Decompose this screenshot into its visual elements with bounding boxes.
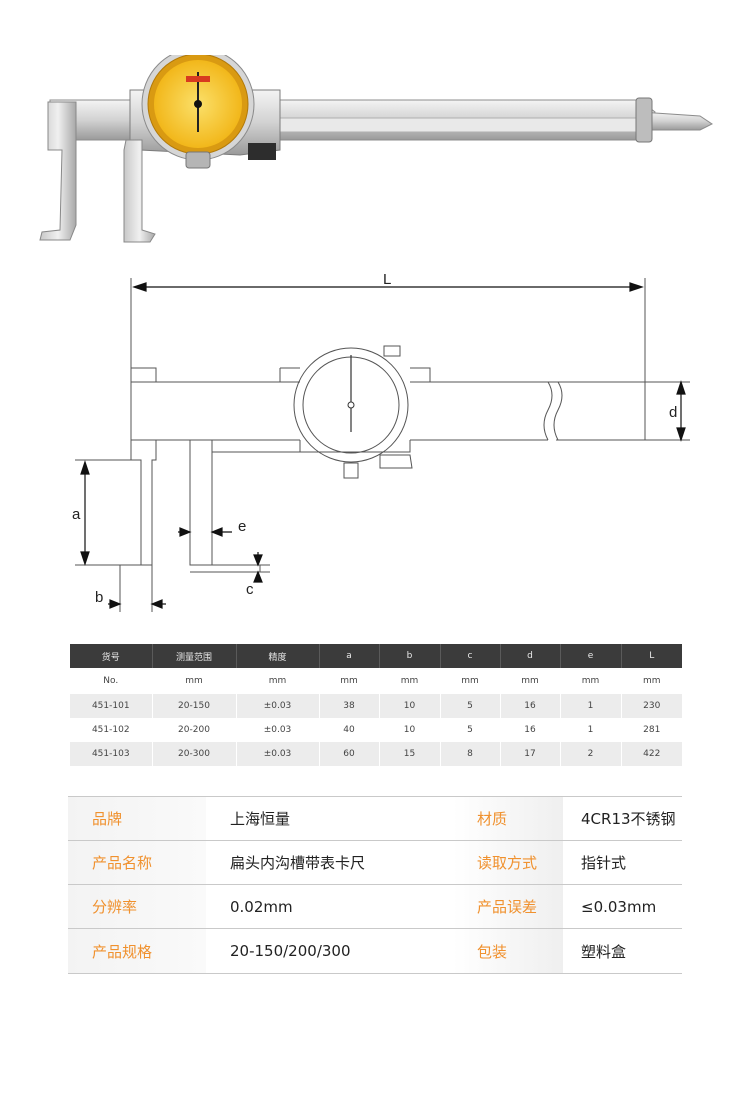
info-label: 读取方式: [453, 841, 563, 884]
unit-cell: mm: [379, 668, 441, 694]
dim-label-e: e: [238, 518, 246, 535]
info-value: 0.02mm: [230, 897, 293, 916]
table-cell: 20-200: [152, 718, 237, 742]
table-cell: 230: [621, 694, 682, 718]
header-cell: L: [621, 644, 682, 668]
table-cell: 20-150: [152, 694, 237, 718]
table-row: 451-101 20-150 ±0.03 38 10 5 16 1 230: [70, 694, 682, 718]
table-cell: 5: [440, 718, 501, 742]
unit-cell: No.: [70, 668, 153, 694]
info-value: 4CR13不锈钢: [581, 810, 676, 828]
table-cell: 1: [560, 718, 622, 742]
info-label: 包装: [453, 929, 563, 973]
info-value: 扁头内沟槽带表卡尺: [230, 854, 366, 872]
table-cell: 5: [440, 694, 501, 718]
header-cell: 货号: [70, 644, 153, 668]
table-cell: 8: [440, 742, 501, 766]
spec-table: 货号 测量范围 精度 a b c d e L No. mm mm mm mm m…: [70, 644, 682, 766]
header-cell: d: [500, 644, 561, 668]
info-value: 上海恒量: [230, 810, 291, 828]
info-label: 产品规格: [68, 929, 206, 973]
table-cell: 281: [643, 725, 661, 735]
dim-label-c: c: [246, 581, 254, 598]
info-label: 分辨率: [68, 885, 206, 928]
header-cell: a: [319, 644, 380, 668]
table-cell: 38: [319, 694, 380, 718]
info-label: 产品误差: [453, 885, 563, 928]
info-row: 分辨率 0.02mm 产品误差 ≤0.03mm: [68, 885, 682, 929]
info-row: 品牌 上海恒量 材质 4CR13不锈钢: [68, 797, 682, 841]
header-cell: e: [560, 644, 622, 668]
info-value: ≤0.03mm: [581, 897, 657, 916]
dim-label-a: a: [72, 506, 81, 523]
table-cell: 422: [621, 742, 682, 766]
table-cell: 15: [379, 742, 441, 766]
info-value: 20-150/200/300: [230, 942, 351, 960]
info-label: 材质: [453, 797, 563, 840]
table-cell: ±0.03: [236, 694, 320, 718]
unit-cell: mm: [440, 668, 501, 694]
info-row: 产品规格 20-150/200/300 包装 塑料盒: [68, 929, 682, 974]
table-cell: ±0.03: [236, 742, 320, 766]
info-row: 产品名称 扁头内沟槽带表卡尺 读取方式 指针式: [68, 841, 682, 885]
table-cell: 40: [319, 718, 380, 742]
unit-cell: mm: [319, 668, 380, 694]
unit-cell: mm: [642, 676, 661, 686]
unit-cell: mm: [152, 668, 237, 694]
table-cell: 10: [379, 694, 441, 718]
table-cell: 60: [319, 742, 380, 766]
table-cell: 17: [500, 742, 561, 766]
dim-label-L: L: [383, 271, 391, 288]
table-cell: 1: [560, 694, 622, 718]
header-cell: b: [379, 644, 441, 668]
dim-label-b: b: [95, 589, 103, 606]
table-cell: 451-102: [70, 718, 153, 742]
unit-cell: mm: [560, 668, 622, 694]
product-photo: [39, 55, 713, 243]
table-row: 451-103 20-300 ±0.03 60 15 8 17 2 422: [70, 742, 682, 766]
unit-cell: mm: [500, 668, 561, 694]
table-cell: 10: [379, 718, 441, 742]
table-cell: 16: [500, 718, 561, 742]
table-cell: 20-300: [152, 742, 237, 766]
table-row: 451-102 20-200 ±0.03 40 10 5 16 1 281: [70, 718, 682, 742]
product-info-table: 品牌 上海恒量 材质 4CR13不锈钢 产品名称 扁头内沟槽带表卡尺 读取方式 …: [68, 796, 682, 974]
info-value: 塑料盒: [581, 942, 627, 961]
spec-table-units-row: No. mm mm mm mm mm mm mm mm: [70, 668, 682, 694]
spec-table-header: 货号 测量范围 精度 a b c d e L: [70, 644, 682, 668]
header-cell: c: [440, 644, 501, 668]
table-cell: ±0.03: [236, 718, 320, 742]
info-label: 品牌: [68, 797, 206, 840]
unit-cell: mm: [236, 668, 320, 694]
dimension-diagram: L a b e c d: [72, 271, 690, 612]
table-cell: 2: [560, 742, 622, 766]
info-label: 产品名称: [68, 841, 206, 884]
header-cell: 精度: [236, 644, 320, 668]
header-cell: 测量范围: [152, 644, 237, 668]
table-cell: 451-103: [70, 742, 153, 766]
table-cell: 16: [500, 694, 561, 718]
info-value: 指针式: [581, 854, 627, 872]
table-cell: 451-101: [70, 694, 153, 718]
dim-label-d: d: [669, 404, 677, 421]
